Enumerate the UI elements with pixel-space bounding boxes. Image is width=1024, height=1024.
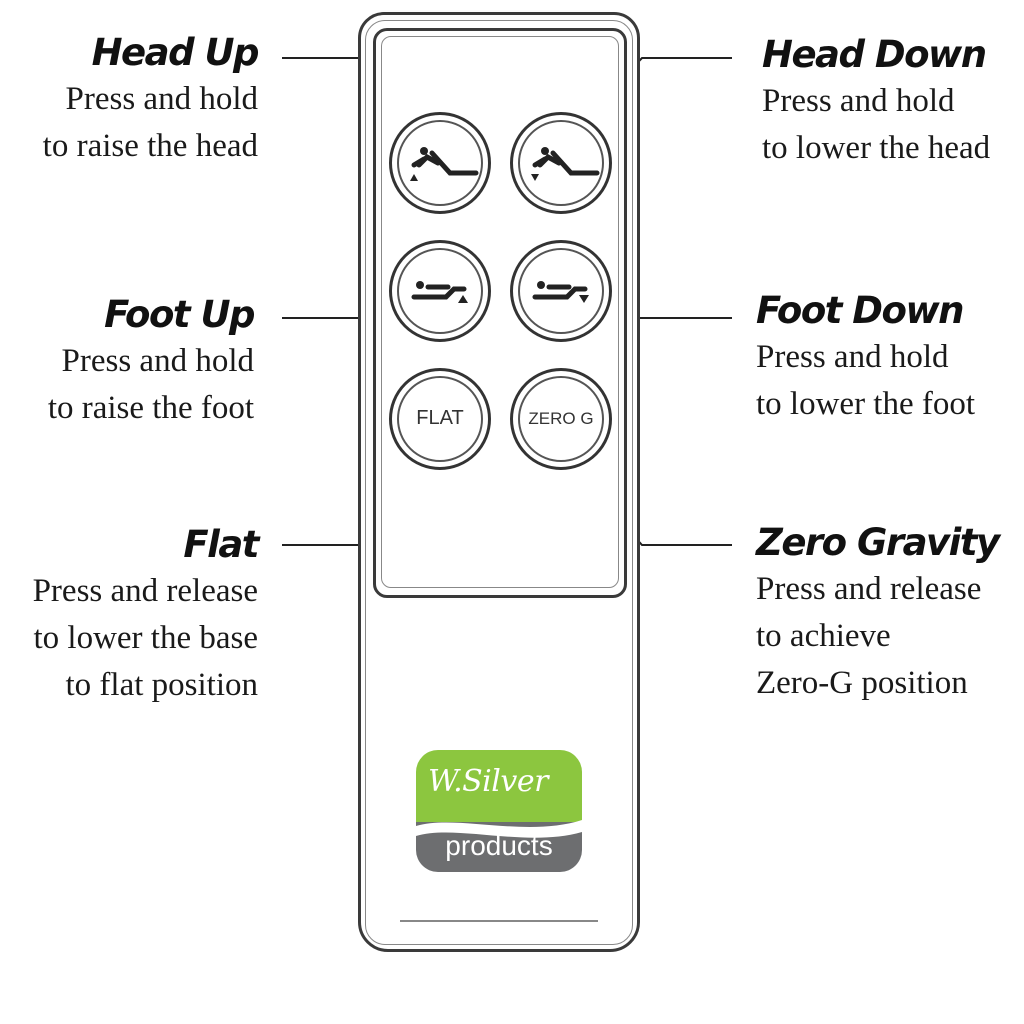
zero-gravity-callout: Zero Gravity Press and release to achiev…	[756, 520, 1000, 707]
foot-down-desc-line: Press and hold	[756, 339, 949, 375]
flat-desc-line: Press and release	[32, 573, 258, 609]
flat-title: Flat	[183, 523, 259, 566]
foot-up-callout: Foot Up Press and hold to raise the foot	[48, 292, 256, 432]
foot-down-title: Foot Down	[756, 289, 964, 332]
head-up-button[interactable]	[389, 112, 491, 214]
head-up-desc-line: Press and hold	[65, 81, 259, 117]
foot-up-desc-line: to raise the foot	[47, 390, 254, 426]
logo-sub-text: products	[445, 830, 553, 861]
head-down-callout: Head Down Press and hold to lower the he…	[762, 32, 990, 172]
foot-up-title: Foot Up	[104, 293, 255, 336]
zero-gravity-desc-line: to achieve	[756, 618, 891, 654]
logo-brand-text: W.Silver	[428, 764, 548, 799]
remote-bottom-edge	[400, 920, 598, 950]
foot-down-button[interactable]	[510, 240, 612, 342]
flat-button-label: FLAT	[416, 407, 464, 429]
zero-gravity-desc: Press and release to achieve Zero-G posi…	[756, 566, 999, 707]
head-up-callout: Head Up Press and hold to raise the head	[43, 30, 260, 170]
head-down-button[interactable]	[510, 112, 612, 214]
flat-button[interactable]: FLAT	[389, 368, 491, 470]
logo-wave	[416, 820, 582, 838]
brand-logo: W.Silver products	[416, 750, 582, 872]
head-down-icon	[531, 147, 600, 181]
foot-down-callout: Foot Down Press and hold to lower the fo…	[756, 288, 975, 428]
head-down-desc-line: to lower the head	[762, 130, 991, 166]
head-down-desc-line: Press and hold	[762, 83, 955, 119]
head-up-icon	[410, 147, 479, 181]
head-up-desc: Press and hold to raise the head	[43, 76, 258, 170]
foot-down-desc-line: to lower the foot	[756, 386, 976, 422]
zero-g-button[interactable]: ZERO G	[510, 368, 612, 470]
zero-gravity-title: Zero Gravity	[756, 521, 1000, 564]
logo-green-panel	[416, 750, 582, 830]
zero-gravity-desc-line: Press and release	[756, 571, 982, 607]
foot-up-desc: Press and hold to raise the foot	[48, 338, 254, 432]
flat-desc-line: to flat position	[65, 667, 259, 703]
button-panel-inner	[381, 36, 619, 588]
head-down-desc: Press and hold to lower the head	[762, 78, 990, 172]
head-up-title: Head Up	[91, 31, 260, 74]
zero-g-button-label: ZERO G	[528, 409, 594, 428]
head-up-desc-line: to raise the head	[42, 128, 258, 164]
foot-down-icon	[532, 281, 589, 303]
foot-up-button[interactable]	[389, 240, 491, 342]
remote-body-inner	[365, 20, 633, 945]
flat-desc: Press and release to lower the base to f…	[33, 568, 258, 709]
foot-down-desc: Press and hold to lower the foot	[756, 334, 975, 428]
zero-gravity-desc-line: Zero-G position	[756, 665, 968, 701]
foot-up-desc-line: Press and hold	[61, 343, 255, 379]
flat-callout: Flat Press and release to lower the base…	[33, 522, 260, 709]
foot-up-icon	[411, 281, 468, 303]
flat-desc-line: to lower the base	[33, 620, 258, 656]
head-down-title: Head Down	[762, 33, 987, 76]
